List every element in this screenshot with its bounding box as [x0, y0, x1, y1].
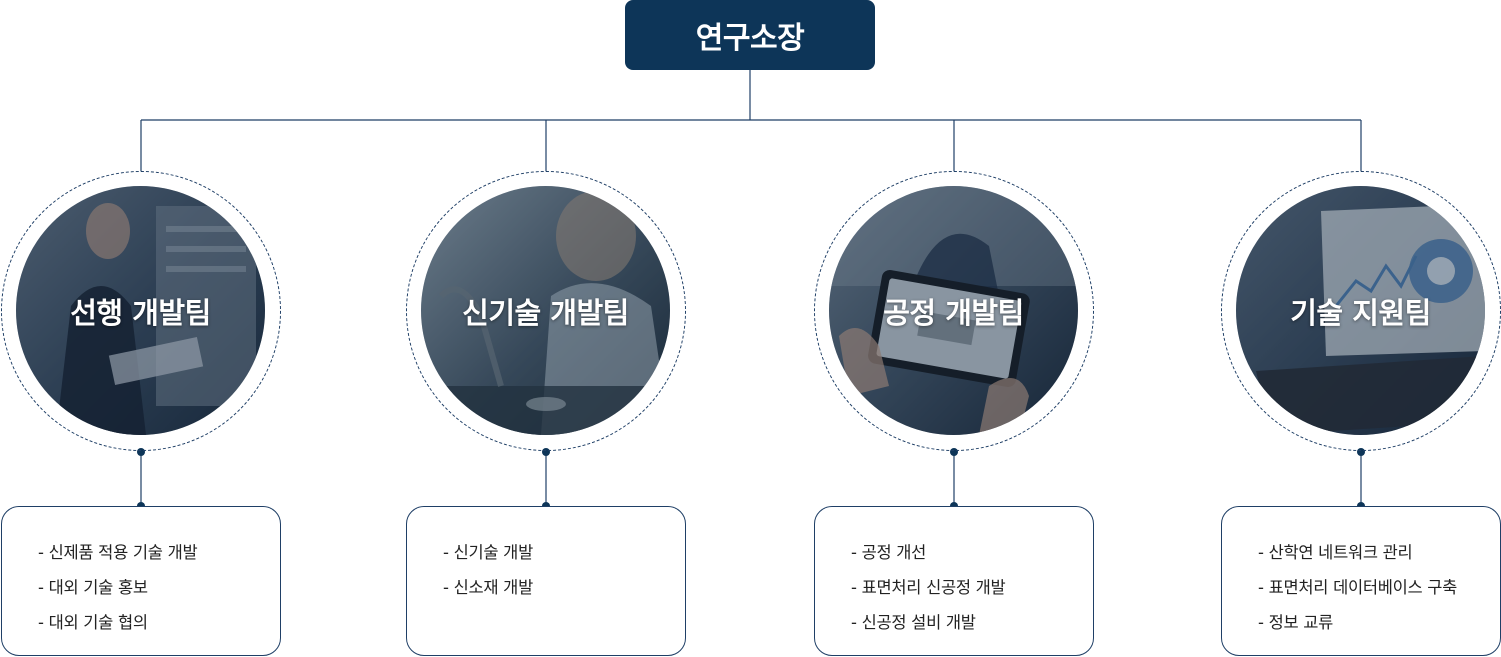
duty-item: - 신기술 개발: [443, 543, 533, 562]
team-photo-tech-support: 기술 지원팀: [1236, 186, 1485, 435]
team-name-label: 신기술 개발팀: [462, 295, 629, 330]
duty-item: - 정보 교류: [1258, 613, 1334, 632]
duty-box-process-dev: - 공정 개선 - 표면처리 신공정 개발 - 신공정 설비 개발: [814, 506, 1094, 656]
team-photo-new-tech-dev: 신기술 개발팀: [421, 186, 670, 435]
duty-item: - 대외 기술 협의: [38, 613, 148, 632]
duty-box-tech-support: - 산학연 네트워크 관리 - 표면처리 데이터베이스 구축 - 정보 교류: [1221, 506, 1501, 656]
team-photo-advanced-dev: 선행 개발팀: [16, 186, 265, 435]
team-node-process-dev: 공정 개발팀: [814, 171, 1094, 451]
duty-box-new-tech-dev: - 신기술 개발 - 신소재 개발: [406, 506, 686, 656]
duty-item: - 대외 기술 홍보: [38, 578, 148, 597]
duty-item: - 표면처리 신공정 개발: [851, 578, 1006, 597]
team-node-tech-support: 기술 지원팀: [1221, 171, 1501, 451]
team-node-advanced-dev: 선행 개발팀: [1, 171, 281, 451]
duty-item: - 신제품 적용 기술 개발: [38, 543, 198, 562]
team-name-label: 선행 개발팀: [70, 295, 211, 330]
duty-item: - 공정 개선: [851, 543, 927, 562]
root-title: 연구소장: [695, 21, 805, 56]
duty-item: - 신공정 설비 개발: [851, 613, 976, 632]
duty-item: - 신소재 개발: [443, 578, 533, 597]
team-name-label: 기술 지원팀: [1290, 295, 1431, 330]
duty-box-advanced-dev: - 신제품 적용 기술 개발 - 대외 기술 홍보 - 대외 기술 협의: [1, 506, 281, 656]
team-photo-process-dev: 공정 개발팀: [829, 186, 1078, 435]
team-name-label: 공정 개발팀: [883, 295, 1024, 330]
team-node-new-tech-dev: 신기술 개발팀: [406, 171, 686, 451]
root-node-director: 연구소장: [625, 0, 875, 70]
duty-item: - 표면처리 데이터베이스 구축: [1258, 578, 1458, 597]
duty-item: - 산학연 네트워크 관리: [1258, 543, 1413, 562]
